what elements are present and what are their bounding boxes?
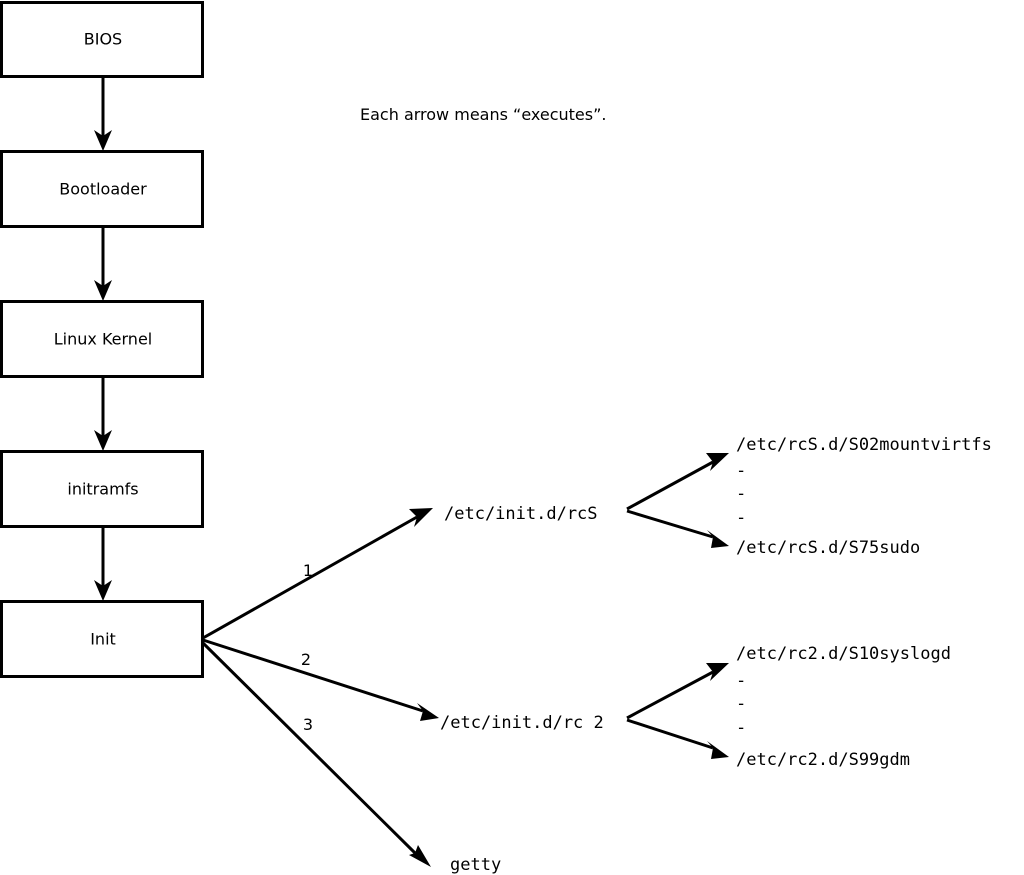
box-initramfs[interactable] xyxy=(0,450,204,528)
arrowhead-rc2-to-last-script xyxy=(707,741,729,759)
edge-rc2-to-first-script xyxy=(626,670,714,720)
label-rc2-first-script: /etc/rc2.d/S10syslogd xyxy=(736,644,951,664)
edge-rc2-to-last-script xyxy=(626,718,714,750)
label-init-d-rc2: /etc/init.d/rc 2 xyxy=(440,713,604,733)
edge-init-branch-2 xyxy=(202,638,424,713)
edge-rcs-to-last-script xyxy=(626,509,714,539)
label-rcs-first-script: /etc/rcS.d/S02mountvirtfs xyxy=(736,435,992,455)
arrowhead-rcs-to-first-script xyxy=(706,453,729,471)
box-label-bios: BIOS xyxy=(84,30,122,49)
arrowhead-rcs-to-last-script xyxy=(707,530,729,548)
arrowhead-bootloader-to-kernel xyxy=(94,280,112,301)
rcs-ellipsis-dash-3: - xyxy=(736,508,746,528)
edge-init-branch-3 xyxy=(201,641,417,855)
edge-init-branch-1 xyxy=(202,515,418,640)
label-init-d-rcs: /etc/init.d/rcS xyxy=(444,504,598,524)
label-getty: getty xyxy=(450,855,501,875)
rcs-ellipsis-dash-1: - xyxy=(736,461,746,481)
arrowhead-initramfs-to-init xyxy=(94,580,112,601)
label-rc2-last-script: /etc/rc2.d/S99gdm xyxy=(736,750,910,770)
rc2-ellipsis-dash-2: - xyxy=(736,694,746,714)
box-bios[interactable] xyxy=(0,1,204,78)
branch-number-3: 3 xyxy=(303,715,313,734)
label-rcs-last-script: /etc/rcS.d/S75sudo xyxy=(736,538,920,558)
rcs-ellipsis-dash-2: - xyxy=(736,484,746,504)
arrowhead-init-branch-3 xyxy=(409,845,431,867)
arrowhead-bios-to-bootloader xyxy=(94,130,112,151)
arrowhead-init-branch-1 xyxy=(409,508,433,527)
arrowhead-kernel-to-initramfs xyxy=(94,430,112,451)
box-bootloader[interactable] xyxy=(0,150,204,228)
box-label-init: Init xyxy=(90,630,116,649)
arrowhead-rc2-to-first-script xyxy=(706,663,729,681)
box-label-initramfs: initramfs xyxy=(67,480,138,499)
box-label-bootloader: Bootloader xyxy=(59,180,147,199)
box-linux-kernel[interactable] xyxy=(0,300,204,378)
caption-executes: Each arrow means “executes”. xyxy=(360,105,606,124)
box-label-linux-kernel: Linux Kernel xyxy=(54,330,152,349)
rc2-ellipsis-dash-3: - xyxy=(736,718,746,738)
branch-number-2: 2 xyxy=(301,650,311,669)
box-init[interactable] xyxy=(0,600,204,678)
rc2-ellipsis-dash-1: - xyxy=(736,671,746,691)
edge-rcs-to-first-script xyxy=(626,460,714,511)
arrowhead-init-branch-2 xyxy=(417,703,439,721)
branch-number-1: 1 xyxy=(303,561,313,580)
